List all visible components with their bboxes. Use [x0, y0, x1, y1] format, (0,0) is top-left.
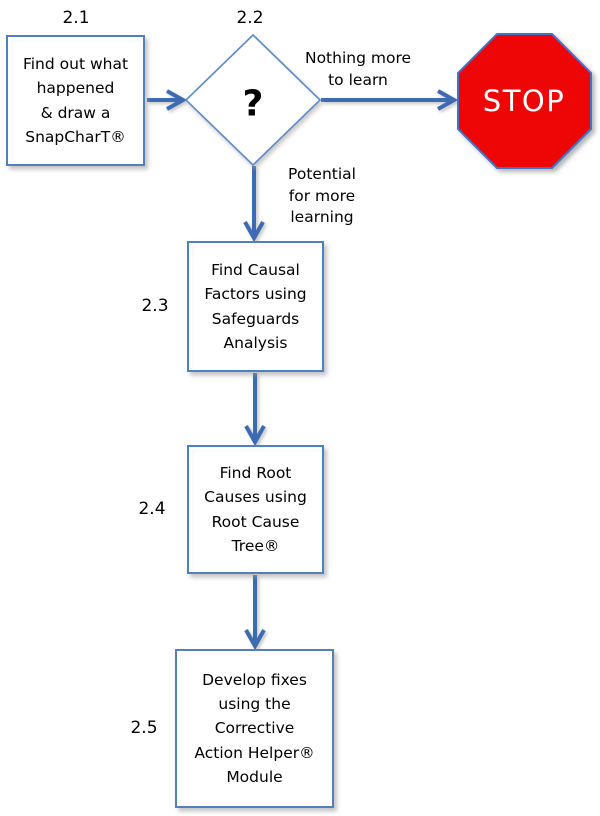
arrow-step3-to-step4 — [244, 373, 266, 447]
step1-number-label: 2.1 — [62, 8, 90, 28]
step4-text: Find Root Causes using Root Cause Tree® — [204, 464, 307, 555]
stop-octagon — [457, 33, 592, 169]
step5-number-label: 2.5 — [130, 718, 158, 738]
step1-box: Find out what happened & draw a SnapChar… — [6, 35, 145, 166]
arrow-chevron-head — [244, 629, 266, 651]
step4-box: Find Root Causes using Root Cause Tree® — [187, 445, 324, 574]
edge-label-nothing-more-to-learn: Nothing more to learn — [304, 49, 412, 89]
arrow-step1-to-decision — [147, 89, 188, 111]
decision-number-label: 2.2 — [236, 8, 264, 28]
step3-box: Find Causal Factors using Safeguards Ana… — [187, 241, 324, 372]
step3-text: Find Causal Factors using Safeguards Ana… — [204, 261, 307, 352]
step1-text: Find out what happened & draw a SnapChar… — [22, 55, 129, 146]
arrow-chevron-head — [437, 89, 459, 111]
arrow-chevron-head — [244, 425, 266, 447]
arrow-chevron-head — [243, 221, 265, 243]
stop-sign-label: STOP — [482, 84, 566, 118]
edge-label-potential-for-more-learning: Potential for more learning — [288, 165, 356, 227]
step5-text: Develop fixes using the Corrective Actio… — [194, 671, 315, 786]
step3-number-label: 2.3 — [141, 296, 169, 316]
step4-number-label: 2.4 — [138, 499, 166, 519]
arrow-chevron-head — [166, 89, 188, 111]
arrow-step4-to-step5 — [244, 575, 266, 651]
step5-box: Develop fixes using the Corrective Actio… — [175, 649, 334, 808]
decision-diamond — [184, 33, 322, 167]
decision-question-mark: ? — [242, 83, 264, 125]
arrow-decision-to-step3 — [243, 166, 265, 243]
arrow-decision-to-stop — [321, 89, 459, 111]
